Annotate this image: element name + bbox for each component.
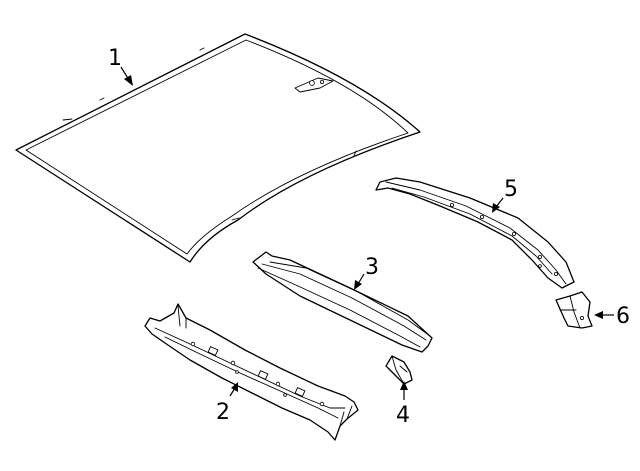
callout-3: 3 <box>365 255 379 280</box>
side-bracket <box>555 291 593 329</box>
callout-6: 6 <box>616 304 630 329</box>
roof-panel <box>15 33 421 263</box>
callout-4: 4 <box>396 403 410 428</box>
callout-2: 2 <box>216 400 230 425</box>
leader-2 <box>229 382 238 397</box>
leader-6 <box>594 311 614 319</box>
roof-bow <box>252 251 433 353</box>
callout-1: 1 <box>108 46 122 71</box>
rear-header-rail <box>375 177 575 289</box>
leader-3 <box>354 273 365 290</box>
small-bracket <box>385 355 413 385</box>
leader-5 <box>492 197 504 213</box>
leader-1 <box>120 66 133 86</box>
leader-4 <box>400 381 408 400</box>
callout-5: 5 <box>504 177 518 202</box>
front-cross-member <box>144 303 359 441</box>
